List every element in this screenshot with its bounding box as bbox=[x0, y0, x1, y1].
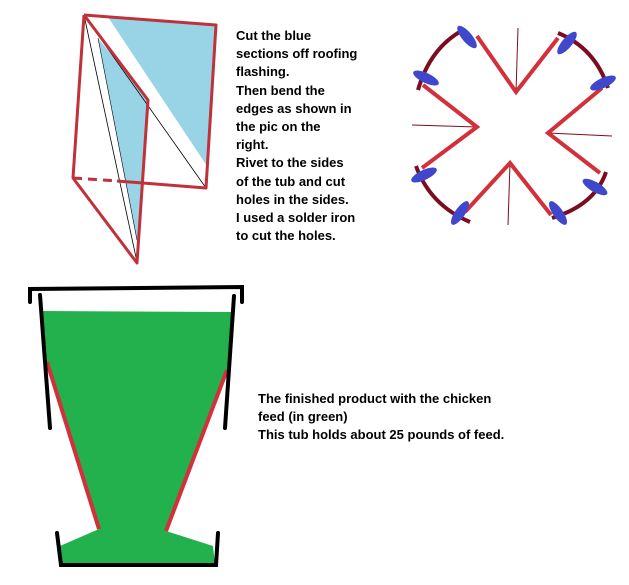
instruction-line: Then bend the bbox=[236, 82, 325, 98]
rivet-icon bbox=[413, 70, 439, 86]
flashing-cut-pattern bbox=[71, 13, 218, 265]
instruction-line: Cut the blue bbox=[236, 28, 312, 43]
rivet-icon bbox=[411, 167, 437, 183]
instruction-line: right. bbox=[236, 137, 269, 153]
rivet-icon bbox=[582, 178, 608, 196]
rivet-icon bbox=[548, 201, 568, 225]
blue-section-right bbox=[108, 17, 216, 166]
instruction-line: holes in the sides. bbox=[236, 191, 349, 207]
instruction-line: Rivet to the sides bbox=[236, 155, 344, 171]
caption-line: The finished product with the chicken bbox=[258, 391, 492, 406]
bent-edges-top-view bbox=[411, 25, 616, 226]
rivet-icon bbox=[590, 75, 616, 91]
instructions-text: Cut the blue sections off roofing flashi… bbox=[236, 27, 357, 245]
finished-tub-diagram bbox=[28, 284, 244, 567]
caption-text: The finished product with the chicken fe… bbox=[258, 390, 504, 445]
caption-line: feed (in green) bbox=[258, 409, 348, 425]
instruction-line: I used a solder iron bbox=[236, 209, 356, 225]
chicken-feed-fill bbox=[43, 311, 232, 565]
instruction-line: to cut the holes. bbox=[236, 228, 336, 244]
instruction-line: of the tub and cut bbox=[236, 173, 346, 189]
rivet-icon bbox=[557, 31, 577, 55]
instruction-line: the pic on the bbox=[236, 118, 321, 134]
rivet-icon bbox=[457, 25, 477, 49]
rivet-icon bbox=[450, 201, 470, 225]
instruction-line: flashing. bbox=[236, 64, 290, 80]
caption-line: This tub holds about 25 pounds of feed. bbox=[258, 427, 505, 443]
instruction-line: edges as shown in bbox=[236, 100, 352, 116]
rivet-icons bbox=[411, 25, 616, 225]
instruction-line: sections off roofing bbox=[236, 46, 358, 62]
